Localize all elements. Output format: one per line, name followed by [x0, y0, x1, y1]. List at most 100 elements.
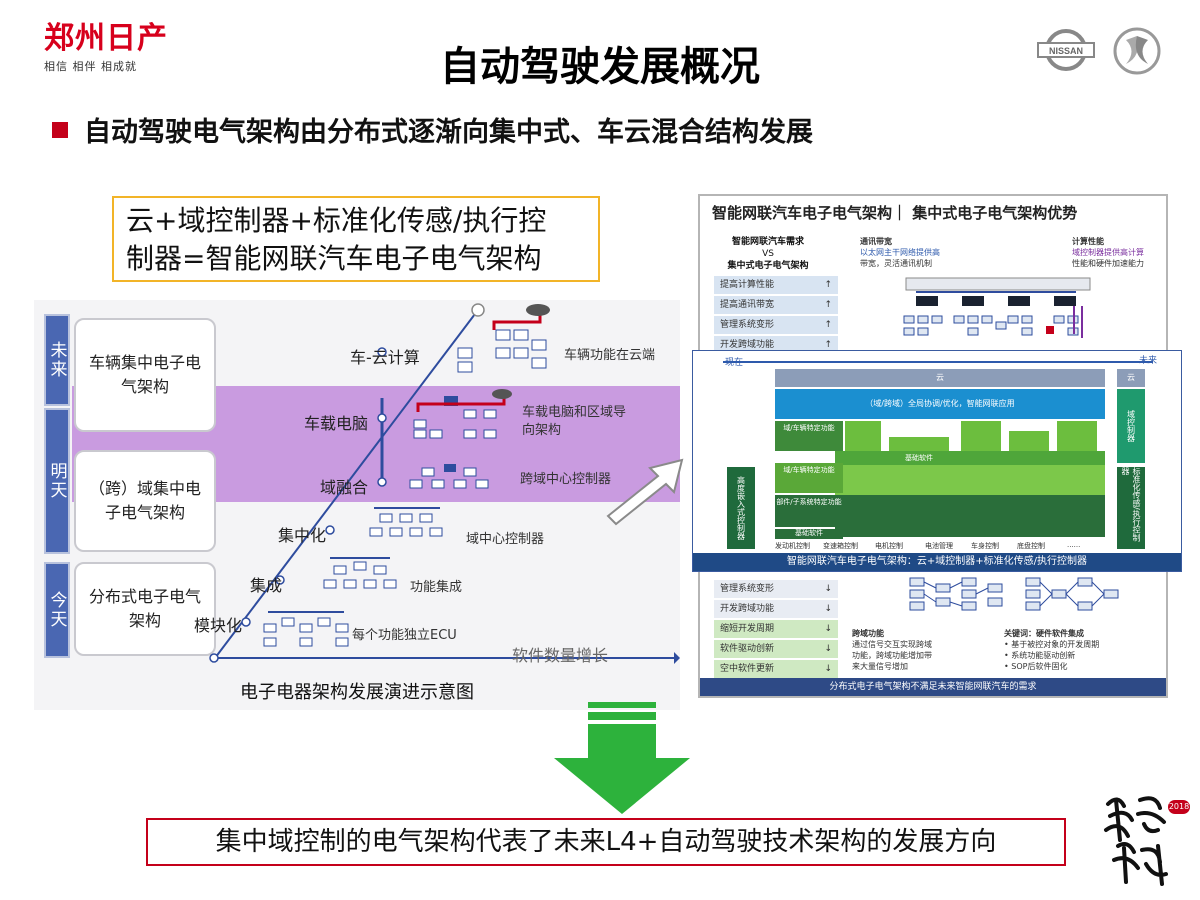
stage-domain-fusion: 域融合 — [320, 478, 369, 497]
arch-box-distributed: 分布式电子电气架构 — [74, 562, 216, 656]
desc-domain-fusion: 跨域中心控制器 — [520, 472, 612, 487]
stage-onboard-computer: 车载电脑 — [304, 414, 369, 433]
down-arrow-icon: ↓ — [824, 624, 832, 634]
nissan-logo-text: NISSAN — [1049, 46, 1083, 56]
green-block — [1009, 431, 1049, 451]
green-block — [1057, 421, 1097, 451]
requirement-label: 提高计算性能 — [720, 280, 775, 290]
green-block — [889, 437, 949, 451]
note-body: 带宽，灵活通讯机制 — [860, 259, 932, 268]
note-keywords: 关键词：硬件软件集成 • 基于被控对象的开发周期 • 系统功能驱动创新 • SO… — [1004, 628, 1099, 672]
formula-line-2: 制器=智能网联汽车电子电气架构 — [126, 242, 542, 275]
evolution-caption: 电子电器架构发展演进示意图 — [34, 676, 680, 710]
note-body: 功能，跨域功能增加带 — [852, 651, 932, 660]
nissan-logo: NISSAN — [1037, 29, 1095, 71]
formula-line-1: 云+域控制器+标准化传感/执行控 — [126, 204, 547, 237]
calligraphy-logo — [1104, 796, 1168, 886]
stage-integration: 集成 — [250, 576, 283, 595]
requirement-row: 管理系统变形↑ — [714, 316, 838, 334]
limitation-label: 软件驱动创新 — [720, 644, 775, 654]
note-communication: 通讯带宽 以太网主干网络提供高 带宽，灵活通讯机制 — [860, 236, 940, 269]
green-block — [845, 421, 881, 451]
down-arrow-icon: ↓ — [824, 644, 832, 654]
note-body: 性能和硬件加速能力 — [1072, 259, 1144, 268]
embedded-controller-label: 高度嵌入式控制器 — [727, 467, 755, 549]
timeline-line — [723, 361, 1153, 363]
band-label-future: 未来 — [44, 314, 70, 406]
panel-footer: 分布式电子电气架构不满足未来智能网联汽车的需求 — [700, 678, 1166, 696]
base-software-layer: 基础软件 — [835, 451, 1105, 465]
stage-modular: 模块化 — [194, 616, 243, 635]
limitation-row: 缩短开发周期 ↓ — [714, 620, 838, 638]
year-badge: 2018 — [1168, 800, 1190, 814]
standard-sensor-label: 标准化传感/执行控制器 — [1117, 467, 1145, 549]
cloud-layer-right: 云 — [1117, 369, 1145, 387]
func-label: 电池管理 — [925, 542, 953, 550]
func-block: 域/车辆特定功能 — [775, 463, 843, 493]
up-arrow-icon: ↑ — [824, 340, 832, 350]
centralized-network-sketch — [903, 277, 1091, 338]
desc-car-cloud: 车辆功能在云端 — [564, 348, 656, 363]
note-title: 跨域功能 — [852, 629, 884, 638]
hollow-arrow-icon — [606, 458, 684, 526]
requirement-row: 提高计算性能↑ — [714, 276, 838, 294]
evolution-diagram: 未来 明天 今天 车辆集中电子电气架构 （跨）域集中电子电气架构 分布式电子电气… — [34, 300, 680, 702]
brand-name: 郑州日产 — [44, 21, 168, 56]
func-label: 车身控制 — [971, 542, 999, 550]
limitation-row: 空中软件更新↓ — [714, 660, 838, 678]
panel-title: 智能网联汽车电子电气架构｜ 集中式电子电气架构优势 — [712, 204, 1078, 222]
formula-callout: 云+域控制器+标准化传感/执行控 制器=智能网联汽车电子电气架构 — [112, 196, 600, 282]
limitation-label: 缩短开发周期 — [720, 624, 775, 634]
note-title: 计算性能 — [1072, 237, 1104, 246]
requirement-label: 开发跨域功能 — [720, 340, 775, 350]
func-label: 底盘控制 — [1017, 542, 1045, 550]
green-block — [961, 421, 1001, 451]
note-body: 来大量信号增加 — [852, 662, 908, 671]
distributed-network-sketch — [909, 577, 1119, 611]
limitation-row: 开发跨域功能 ↓ — [714, 600, 838, 618]
up-arrow-icon: ↑ — [824, 300, 832, 310]
dongfeng-logo — [1113, 27, 1161, 75]
down-arrow-icon: ↓ — [824, 584, 832, 594]
ecu-illustrations — [263, 304, 550, 647]
vs-header-line-1: 智能网联汽车需求 — [731, 237, 804, 247]
limitation-label: 空中软件更新 — [720, 664, 775, 674]
note-title: 关键词：硬件软件集成 — [1004, 629, 1084, 638]
arch-box-vehicle-central: 车辆集中电子电气架构 — [74, 318, 216, 432]
global-coordination-layer: （域/跨域）全局协调/优化，智能网联应用 — [775, 389, 1105, 419]
section-heading-text: 自动驾驶电气架构由分布式逐渐向集中式、车云混合结构发展 — [84, 117, 813, 148]
note-body: • SOP后软件固化 — [1004, 662, 1068, 671]
down-arrow-icon — [554, 702, 690, 814]
desc-centralization: 域中心控制器 — [466, 532, 545, 547]
up-arrow-icon: ↑ — [824, 320, 832, 330]
component-layer — [835, 495, 1105, 537]
requirement-row: 提高通讯带宽↑ — [714, 296, 838, 314]
page-title: 自动驾驶发展概况 — [440, 44, 760, 90]
centralized-advantages-panel: 智能网联汽车电子电气架构｜ 集中式电子电气架构优势 智能网联汽车需求 VS 集中… — [698, 194, 1168, 356]
limitation-label: 开发跨域功能 — [720, 604, 775, 614]
func-block: 部件/子系统特定功能 — [775, 495, 843, 527]
section-heading: 自动驾驶电气架构由分布式逐渐向集中式、车云混合结构发展 — [52, 110, 813, 149]
vs-header-line-3: 集中式电子电气架构 — [727, 261, 809, 271]
desc-onboard-computer: 车载电脑和区域导向架构 — [522, 405, 627, 438]
software-growth-label: 软件数量增长 — [512, 646, 609, 665]
note-compute: 计算性能 域控制器提供高计算 性能和硬件加速能力 — [1072, 236, 1144, 269]
band-label-today: 今天 — [44, 562, 70, 658]
limitation-row: 软件驱动创新 ↓ — [714, 640, 838, 658]
down-arrow-icon: ↓ — [824, 604, 832, 614]
func-label: 变速箱控制 — [823, 542, 858, 550]
note-body: 通过信号交互实现跨域 — [852, 640, 932, 649]
func-block: 域/车辆特定功能 — [775, 421, 843, 451]
note-body: • 系统功能驱动创新 — [1004, 651, 1076, 660]
requirement-row: 开发跨域功能 ↑ — [714, 336, 838, 354]
limitation-row: 管理系统变形↓ — [714, 580, 838, 598]
domain-controller-label: 域控制器 — [1117, 389, 1145, 463]
note-cross-domain: 跨域功能 通过信号交互实现跨域 功能，跨域功能增加带 来大量信号增加 — [852, 628, 932, 672]
timeline-now: 现在 — [725, 358, 744, 368]
note-body: 以太网主干网络提供高 — [860, 248, 940, 257]
evolution-path — [209, 303, 680, 664]
desc-modular: 每个功能独立ECU — [352, 628, 457, 643]
conclusion-box: 集中域控制的电气架构代表了未来L4+自动驾驶技术架构的发展方向 — [146, 818, 1066, 866]
green-layer — [835, 465, 1105, 495]
note-body: 域控制器提供高计算 — [1072, 248, 1144, 257]
